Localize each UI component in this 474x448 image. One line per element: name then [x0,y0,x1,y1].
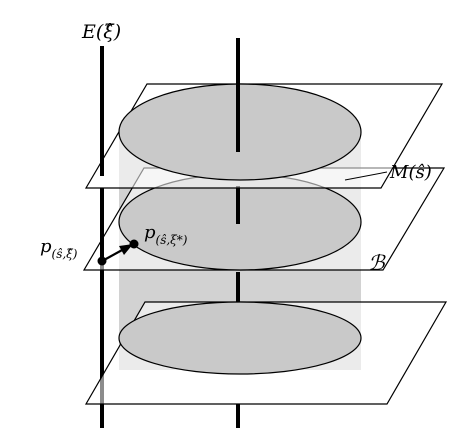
label-point-p-hat-sub: (ŝ,ξ̂) [52,247,78,261]
label-region-b: ℬ [368,251,386,275]
label-point-p-star-sub: (ŝ,ξ*) [156,233,188,247]
bottom-disk [118,301,362,375]
shift-arrow-shaft [103,248,125,261]
label-point-p-hat: p(ŝ,ξ̂) [40,236,78,261]
point-p-hat [97,256,107,266]
label-fiber-e-arg: (ξ̂) [96,21,121,43]
label-manifold-m-main: M [389,162,409,183]
shift-arrow-head [119,244,133,255]
label-point-p-star: p(ŝ,ξ*) [144,222,188,247]
label-point-p-star-main: p [144,222,156,243]
label-fiber-e-main: E [81,21,96,43]
label-fiber-e: E(ξ̂) [81,21,121,43]
manifold-label-leader [344,171,388,181]
point-p-star [129,239,139,249]
label-point-p-hat-main: p [40,236,52,257]
label-manifold-m: M(ŝ) [389,162,432,183]
label-manifold-m-arg: (ŝ) [408,162,431,183]
